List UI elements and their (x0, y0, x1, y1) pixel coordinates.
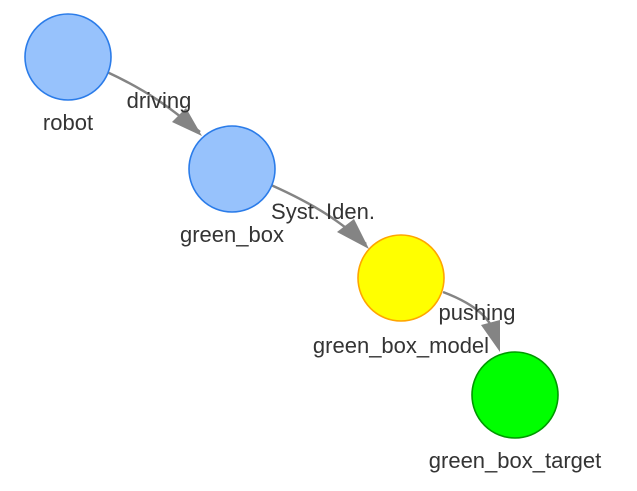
edge-label-pushing: pushing (438, 300, 515, 325)
node-green-box[interactable] (188, 125, 276, 213)
node-label-green-box-model: green_box_model (313, 333, 489, 358)
node-robot[interactable] (24, 13, 112, 101)
arrow-head-icon (337, 219, 369, 249)
edge-label-syst-iden: Syst. Iden. (271, 199, 375, 224)
edge-label-driving: driving (127, 88, 192, 113)
arrow-head-icon (172, 108, 202, 136)
node-label-green-box: green_box (180, 222, 284, 247)
node-green-box-target[interactable] (471, 351, 559, 439)
edge-robot-to-green-box[interactable] (106, 70, 202, 136)
node-label-robot: robot (43, 110, 93, 135)
edge-green-box-model-to-green-box-target[interactable] (442, 290, 500, 352)
edge-green-box-to-green-box-model[interactable] (270, 183, 369, 249)
node-label-green-box-target: green_box_target (429, 448, 601, 473)
arrow-head-icon (481, 320, 500, 352)
node-green-box-model[interactable] (357, 234, 445, 322)
